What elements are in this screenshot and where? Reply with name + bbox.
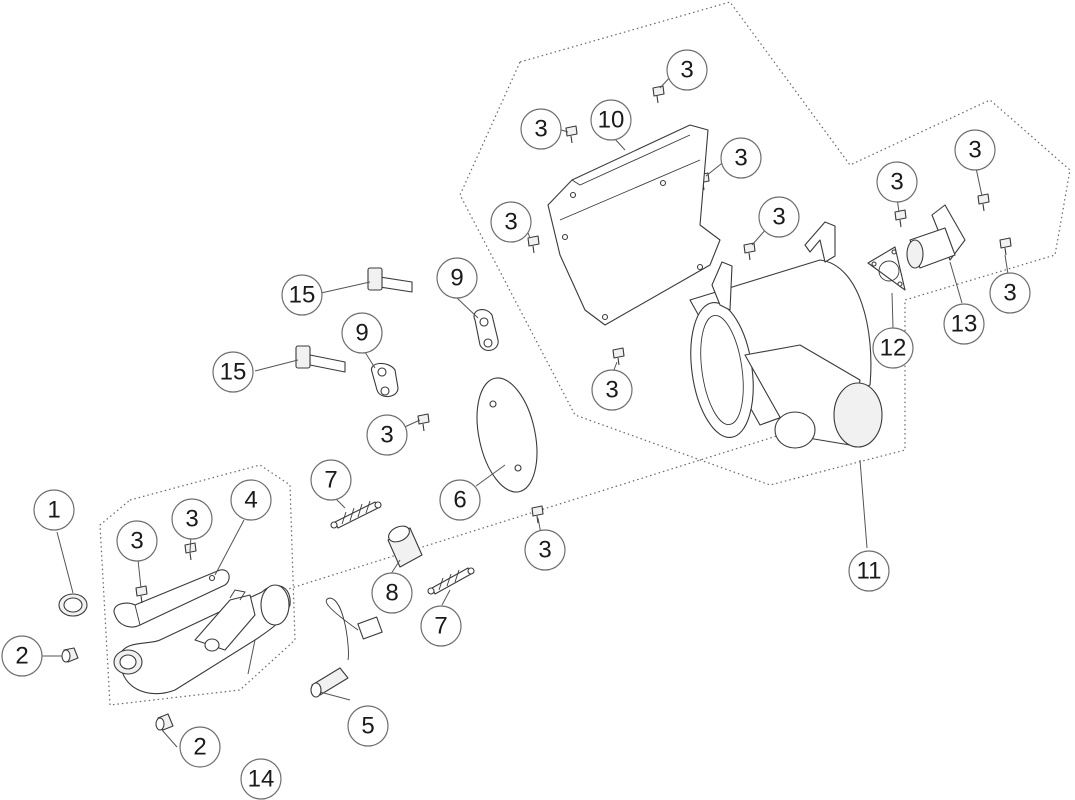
svg-text:15: 15 bbox=[220, 359, 247, 386]
muffler-assembly-boundary bbox=[459, 1, 1071, 486]
svg-text:3: 3 bbox=[130, 528, 143, 555]
svg-text:3: 3 bbox=[504, 209, 517, 236]
part-oxygen-sensor bbox=[310, 597, 383, 698]
callout-13: 13 bbox=[943, 303, 985, 345]
callout-3-shield-bottom: 3 bbox=[591, 369, 633, 411]
svg-text:3: 3 bbox=[1003, 280, 1016, 307]
screw-5 bbox=[743, 242, 756, 261]
callout-3-pipe-right: 3 bbox=[171, 498, 213, 540]
screw-12 bbox=[977, 193, 990, 212]
part-spring-upper bbox=[330, 500, 382, 529]
svg-text:15: 15 bbox=[289, 282, 316, 309]
callout-15-upper: 15 bbox=[281, 274, 323, 316]
callout-4: 4 bbox=[230, 479, 272, 521]
callout-3-shield-bottom-left: 3 bbox=[490, 201, 532, 243]
svg-text:7: 7 bbox=[434, 613, 447, 640]
callout-3-tail-top: 3 bbox=[954, 129, 996, 171]
svg-text:5: 5 bbox=[361, 713, 374, 740]
part-cap-upper bbox=[61, 647, 79, 663]
assembly-axis-line bbox=[284, 434, 781, 591]
screw-2 bbox=[565, 125, 578, 144]
callout-5: 5 bbox=[347, 705, 389, 747]
svg-text:11: 11 bbox=[857, 558, 882, 585]
screw-6 bbox=[612, 347, 625, 366]
callout-3-center: 3 bbox=[524, 529, 566, 571]
svg-text:6: 6 bbox=[453, 487, 466, 514]
callout-9-upper: 9 bbox=[436, 257, 478, 299]
callout-2-upper: 2 bbox=[1, 635, 43, 677]
callout-3-tail-bottom: 3 bbox=[989, 272, 1031, 314]
svg-text:3: 3 bbox=[680, 57, 693, 84]
svg-text:2: 2 bbox=[15, 643, 28, 670]
callout-7-upper: 7 bbox=[310, 459, 352, 501]
svg-text:3: 3 bbox=[185, 506, 198, 533]
screw-11 bbox=[894, 209, 907, 228]
svg-text:3: 3 bbox=[772, 204, 785, 231]
callout-10: 10 bbox=[590, 99, 632, 141]
svg-text:3: 3 bbox=[534, 116, 547, 143]
svg-text:4: 4 bbox=[244, 487, 257, 514]
screw-4 bbox=[527, 235, 540, 254]
part-exhaust-pipe bbox=[113, 584, 291, 695]
callout-3-pipe-left: 3 bbox=[116, 520, 158, 562]
svg-text:12: 12 bbox=[880, 335, 907, 362]
callout-3-hanger: 3 bbox=[366, 414, 408, 456]
svg-text:7: 7 bbox=[324, 467, 337, 494]
part-gasket-plate bbox=[476, 377, 538, 493]
callout-15-lower: 15 bbox=[212, 351, 254, 393]
part-bolt-lower bbox=[295, 345, 346, 373]
svg-text:9: 9 bbox=[355, 320, 368, 347]
group-boundaries bbox=[99, 1, 1071, 706]
svg-text:13: 13 bbox=[951, 311, 978, 338]
callout-8: 8 bbox=[371, 572, 413, 614]
svg-text:3: 3 bbox=[968, 137, 981, 164]
screw-1 bbox=[652, 85, 665, 104]
callout-3-tail-left: 3 bbox=[876, 161, 918, 203]
callout-6: 6 bbox=[439, 479, 481, 521]
part-spring-lower bbox=[427, 567, 475, 595]
svg-text:10: 10 bbox=[598, 107, 625, 134]
callout-1: 1 bbox=[33, 489, 75, 531]
svg-text:8: 8 bbox=[385, 580, 398, 607]
part-heat-shield-large bbox=[547, 124, 721, 326]
exhaust-pipe-boundary bbox=[99, 464, 296, 706]
svg-text:14: 14 bbox=[248, 766, 275, 793]
svg-text:3: 3 bbox=[538, 537, 551, 564]
callout-7-lower: 7 bbox=[420, 605, 462, 647]
screw-13 bbox=[999, 237, 1012, 256]
part-flange-gasket bbox=[867, 246, 906, 291]
svg-text:9: 9 bbox=[450, 265, 463, 292]
part-cap-lower bbox=[155, 713, 174, 731]
callouts: 1 2 2 3 3 3 3 3 3 3 3 3 3 3 3 3 3 4 5 6 … bbox=[1, 49, 1031, 800]
screw-10 bbox=[135, 585, 148, 604]
svg-text:3: 3 bbox=[890, 169, 903, 196]
callout-2-lower: 2 bbox=[179, 726, 221, 768]
callout-9-lower: 9 bbox=[341, 312, 383, 354]
part-bolt-upper bbox=[367, 267, 413, 293]
screw-8 bbox=[531, 505, 544, 524]
part-hanger-lower bbox=[371, 362, 399, 398]
screw-7 bbox=[417, 413, 430, 432]
svg-text:1: 1 bbox=[47, 497, 60, 524]
part-tail-pipe bbox=[906, 204, 966, 269]
svg-text:3: 3 bbox=[380, 422, 393, 449]
callout-12: 12 bbox=[872, 327, 914, 369]
part-bushing bbox=[387, 525, 423, 568]
callout-3-top: 3 bbox=[666, 49, 708, 91]
callout-3-muffler-top: 3 bbox=[758, 196, 800, 238]
callout-3-left-shield: 3 bbox=[520, 108, 562, 150]
svg-text:3: 3 bbox=[734, 145, 747, 172]
callout-3-right-shield: 3 bbox=[720, 137, 762, 179]
callout-11: 11 bbox=[848, 550, 890, 592]
part-muffler bbox=[689, 221, 883, 449]
part-hanger-upper bbox=[473, 309, 499, 351]
svg-text:3: 3 bbox=[605, 377, 618, 404]
part-heat-shield-small bbox=[113, 569, 230, 628]
callout-14: 14 bbox=[240, 758, 282, 800]
svg-text:2: 2 bbox=[193, 734, 206, 761]
part-o-ring bbox=[58, 593, 88, 617]
